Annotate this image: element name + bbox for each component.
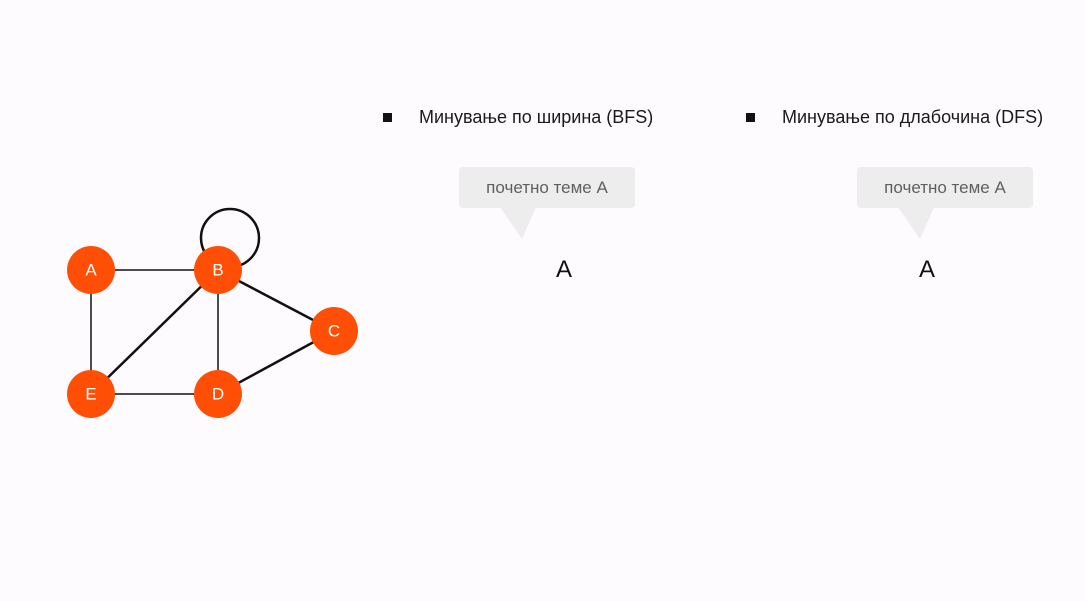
dfs-heading: Минување по длабочина (DFS)	[746, 107, 1043, 128]
dfs-hint-tail	[898, 207, 934, 239]
node-D: D	[194, 370, 242, 418]
bfs-heading-text: Минување по ширина (BFS)	[419, 107, 654, 127]
bullet-icon	[383, 113, 392, 122]
node-circle	[67, 246, 115, 294]
bfs-result: A	[556, 256, 573, 283]
edge-B-E	[90, 269, 219, 395]
graph-edges	[90, 207, 335, 396]
dfs-heading-text: Минување по длабочина (DFS)	[782, 107, 1044, 127]
node-label: A	[85, 261, 97, 280]
node-circle	[194, 246, 242, 294]
node-C: C	[310, 307, 358, 355]
node-label: B	[212, 261, 223, 280]
dfs-hint-bubble: почетно теме A	[857, 167, 1033, 208]
node-circle	[194, 370, 242, 418]
node-A: A	[67, 246, 115, 294]
node-circle	[310, 307, 358, 355]
bfs-hint-bubble: почетно теме A	[459, 167, 635, 208]
node-label: D	[212, 385, 224, 404]
bfs-heading: Минување по ширина (BFS)	[383, 107, 653, 128]
node-label: E	[85, 385, 96, 404]
dfs-result: A	[919, 256, 936, 283]
node-B: B	[194, 246, 242, 294]
graph-nodes: A B C D E	[67, 246, 358, 418]
bullet-icon	[746, 113, 755, 122]
node-E: E	[67, 370, 115, 418]
node-circle	[67, 370, 115, 418]
bfs-hint-tail	[500, 207, 536, 239]
node-label: C	[328, 322, 340, 341]
